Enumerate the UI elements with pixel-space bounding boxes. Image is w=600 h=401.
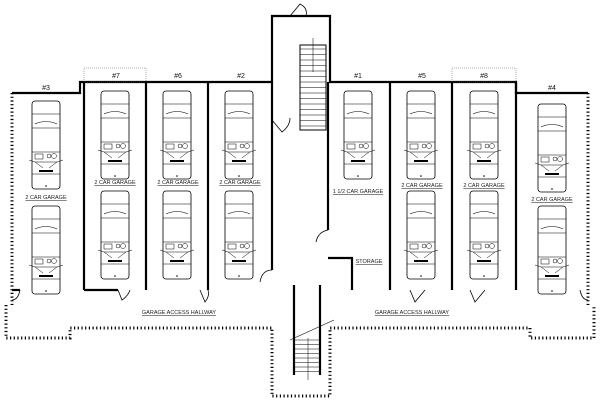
- garage-label: 2 CAR GARAGE: [94, 180, 136, 186]
- unit-number: #4: [548, 85, 556, 92]
- garage-label: 1 1/2 CAR GARAGE: [333, 189, 384, 195]
- garage-partitions: [11, 3, 589, 303]
- lower-stair: [289, 285, 335, 380]
- upper-stair: [299, 38, 327, 131]
- unit-number: #8: [480, 73, 488, 80]
- unit-number: #3: [42, 85, 50, 92]
- unit-number: #1: [354, 73, 362, 80]
- unit-number: #2: [237, 73, 245, 80]
- storage-label: STORAGE: [356, 259, 383, 265]
- unit-number: #5: [418, 73, 426, 80]
- unit-number: #7: [112, 73, 120, 80]
- garage-label: 2 CAR GARAGE: [219, 180, 261, 186]
- garage-label: 2 CAR GARAGE: [531, 197, 573, 203]
- unit-number: #6: [174, 73, 182, 80]
- garage-label: 2 CAR GARAGE: [463, 183, 505, 189]
- garage-label: 2 CAR GARAGE: [401, 183, 443, 189]
- hallway-label-right: GARAGE ACCESS HALLWAY: [375, 310, 450, 316]
- hallway-label-left: GARAGE ACCESS HALLWAY: [142, 310, 217, 316]
- garage-label: 2 CAR GARAGE: [25, 195, 67, 201]
- garage-label: 2 CAR GARAGE: [157, 180, 199, 186]
- car-symbols: [29, 90, 569, 295]
